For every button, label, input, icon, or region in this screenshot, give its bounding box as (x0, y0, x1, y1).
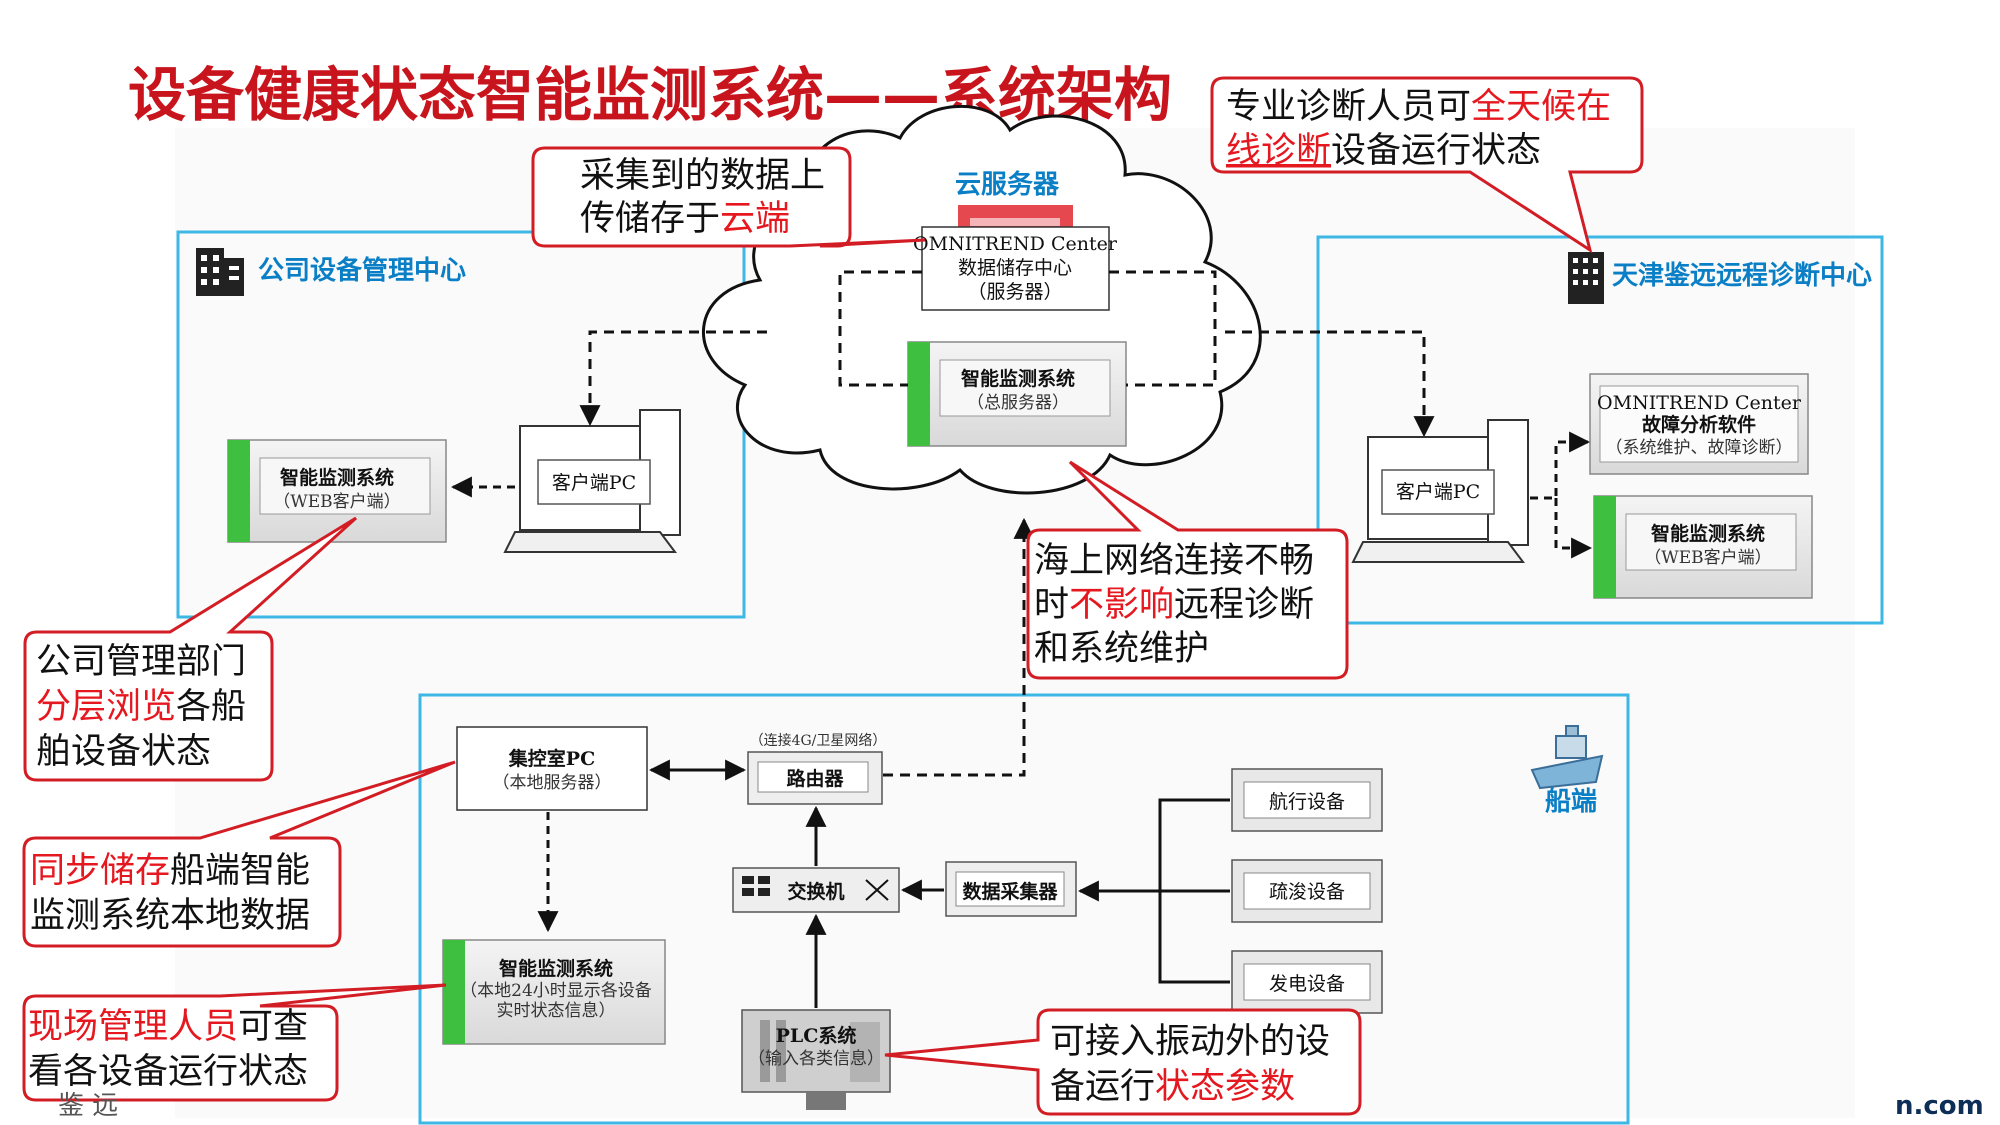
company-web-line2: （WEB客户端） (273, 492, 400, 512)
nav-equipment-label: 航行设备 (1269, 791, 1345, 813)
remote-omni-line2: 故障分析软件 (1642, 413, 1756, 436)
cloud-monitor-line2: （总服务器） (967, 393, 1069, 413)
callout-onsite-line2: 看各设备运行状态 (28, 1052, 308, 1092)
callout-company-line1: 公司管理部门 (36, 642, 246, 682)
link-router-cloud (883, 517, 1035, 777)
link-remote-web (1554, 498, 1593, 559)
cloud-server-line3: （服务器） (967, 281, 1062, 303)
callout-plc-line2: 备运行状态参数 (1050, 1067, 1295, 1107)
remote-omni-line3: （系统维护、故障诊断） (1606, 438, 1793, 458)
monitor-screen-icon (227, 439, 447, 543)
callout-upload-line1: 采集到的数据上 (580, 156, 825, 196)
page-title: 设备健康状态智能监测系统——系统架构 (128, 61, 1172, 129)
callout-sea-line1: 海上网络连接不畅 (1034, 541, 1314, 581)
callout-company-line2: 分层浏览各船 (36, 687, 246, 727)
company-zone-label: 公司设备管理中心 (258, 256, 466, 286)
link-cloud-company (579, 330, 767, 427)
building-icon (196, 248, 244, 296)
building-icon (1568, 252, 1604, 304)
cloud-server-line2: 数据储存中心 (958, 257, 1072, 279)
callout-sea-line2: 时不影响远程诊断 (1034, 585, 1314, 625)
monitor-screen-icon (907, 341, 1127, 447)
callout-upload-line2: 传储存于云端 (580, 199, 790, 239)
callout-sync-line2: 监测系统本地数据 (30, 896, 310, 936)
remote-pc-label: 客户端PC (1396, 481, 1480, 503)
callout-plc-line1: 可接入振动外的设 (1050, 1022, 1330, 1062)
callout-sync-bubble (22, 760, 456, 948)
callout-expert-line2: 线诊断设备运行状态 (1226, 131, 1541, 171)
callout-sea-bubble (1026, 460, 1349, 680)
cloud-zone-label: 云服务器 (955, 170, 1060, 200)
plc-line2: （输入各类信息） (748, 1049, 884, 1069)
callout-upload-bubble (531, 146, 926, 248)
ship-monitor-line1: 智能监测系统 (499, 957, 613, 980)
control-pc-line2: （本地服务器） (493, 773, 612, 793)
dredge-equipment-label: 疏浚设备 (1269, 881, 1345, 903)
callout-plc-bubble (884, 1008, 1362, 1116)
ship-icon (1530, 725, 1604, 790)
company-pc-label: 客户端PC (552, 472, 636, 494)
remote-web-line2: （WEB客户端） (1644, 548, 1771, 568)
callout-onsite-line1: 现场管理人员可查 (28, 1007, 308, 1047)
router-note: （连接4G/卫星网络） (750, 732, 887, 749)
switch-icon (865, 879, 889, 901)
remote-zone (1316, 235, 1884, 625)
power-equipment-label: 发电设备 (1269, 973, 1345, 995)
switch-label: 交换机 (787, 880, 844, 903)
ship-monitor-line2: （本地24小时显示各设备 (460, 981, 652, 1001)
monitor-screen-icon (1593, 495, 1813, 599)
control-room-pc-box[interactable] (456, 726, 648, 811)
cloud-loop-right (1109, 270, 1217, 387)
callout-company-line3: 舶设备状态 (36, 732, 211, 772)
ship-monitor-line3: 实时状态信息） (497, 1001, 616, 1021)
link-remote-omni (1530, 431, 1591, 500)
monitor-screen-icon (442, 939, 666, 1045)
plc-line1: PLC系统 (776, 1024, 857, 1047)
remote-zone-label: 天津鉴远远程诊断中心 (1612, 260, 1872, 291)
footer-right-url: n.com (1895, 1091, 1984, 1121)
callout-expert-bubble (1210, 76, 1644, 254)
remote-web-line1: 智能监测系统 (1651, 522, 1765, 545)
cloud-server-box[interactable] (921, 226, 1110, 311)
ship-zone-label: 船端 (1545, 786, 1597, 817)
callout-sync-line1: 同步储存船端智能 (30, 851, 310, 891)
collector-label: 数据采集器 (962, 880, 1058, 903)
router-label: 路由器 (786, 767, 844, 790)
callout-expert-line1: 专业诊断人员可全天候在 (1226, 87, 1611, 127)
callout-onsite-bubble (22, 983, 447, 1102)
cloud-monitor-line1: 智能监测系统 (961, 367, 1075, 390)
company-web-line1: 智能监测系统 (280, 466, 394, 489)
remote-omni-line1: OMNITREND Center (1597, 392, 1802, 414)
footer-left-logo-text: 鉴 远 (58, 1091, 118, 1121)
cloud-loop-left (838, 270, 922, 387)
control-pc-line1: 集控室PC (508, 747, 595, 770)
callout-sea-line3: 和系统维护 (1034, 629, 1209, 669)
plc-cabinet-icon (741, 1009, 891, 1110)
monitor-screen-icon (1589, 373, 1809, 475)
callout-company-bubble (23, 516, 358, 782)
cloud-server-line1: OMNITREND Center (913, 233, 1118, 255)
